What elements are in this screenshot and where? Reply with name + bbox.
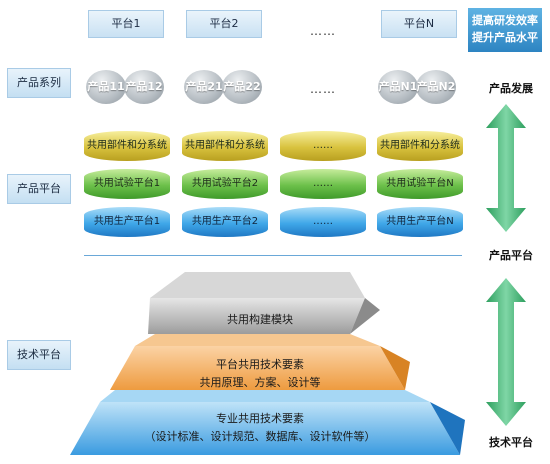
tech-platform-label: 技术平台 [7,340,71,370]
top-tier [148,298,365,334]
product-circle: 产品12 [124,70,164,104]
pyramid-bottom-line-2: （设计标准、设计规范、数据库、设计软件等） [144,430,376,443]
product-circle: 产品22 [222,70,262,104]
shared-parts-cylinder: 共用部件和分系统 [182,131,268,161]
test-platform-cylinder: …… [280,169,366,199]
production-platform-cylinder: …… [280,207,366,237]
pyramid-middle-line-1: 平台共用技术要素 [216,358,304,371]
production-platform-cylinder: 共用生产平台N [377,207,463,237]
product-circle: 产品N1 [378,70,418,104]
double-arrow-icon [486,278,526,426]
tech-pyramid [70,272,465,455]
shared-parts-cylinder: 共用部件和分系统 [84,131,170,161]
right-tech-platform-label: 技术平台 [489,436,533,449]
top-tier-face [150,272,365,298]
test-platform-cylinder: 共用试验平台N [377,169,463,199]
platform-n-label: 平台N [381,10,457,38]
shared-parts-cylinder: 共用部件和分系统 [377,131,463,161]
pyramid-middle-line-2: 共用原理、方案、设计等 [199,376,321,389]
product-ellipsis: …… [310,82,336,96]
product-series-label: 产品系列 [7,68,71,98]
product-dev-label: 产品发展 [489,82,533,95]
product-circle: 产品11 [86,70,126,104]
bottom-tier [70,402,460,455]
test-platform-cylinder: 共用试验平台1 [84,169,170,199]
production-platform-cylinder: 共用生产平台2 [182,207,268,237]
goal-line-2: 提升产品水平 [472,31,538,44]
shared-parts-cylinder: …… [280,131,366,161]
middle-tier [110,346,405,390]
platform-ellipsis: …… [310,24,336,38]
pyramid-bottom-line-1: 专业共用技术要素 [216,412,304,425]
platform-2-label: 平台2 [186,10,262,38]
double-arrow-icon [486,104,526,232]
test-platform-cylinder: 共用试验平台2 [182,169,268,199]
product-platform-label: 产品平台 [7,174,71,204]
pyramid-top-label: 共用构建模块 [227,313,293,326]
goal-line-1: 提高研发效率 [472,14,538,27]
production-platform-cylinder: 共用生产平台1 [84,207,170,237]
section-divider [84,255,462,256]
goal-box: 提高研发效率 提升产品水平 [468,8,542,52]
right-product-platform-label: 产品平台 [489,249,533,262]
product-circle: 产品21 [184,70,224,104]
pyramid-bottom-label: 专业共用技术要素 （设计标准、设计规范、数据库、设计软件等） [110,410,410,446]
product-circle: 产品N2 [416,70,456,104]
pyramid-middle-label: 平台共用技术要素 共用原理、方案、设计等 [140,356,380,392]
platform-1-label: 平台1 [88,10,164,38]
